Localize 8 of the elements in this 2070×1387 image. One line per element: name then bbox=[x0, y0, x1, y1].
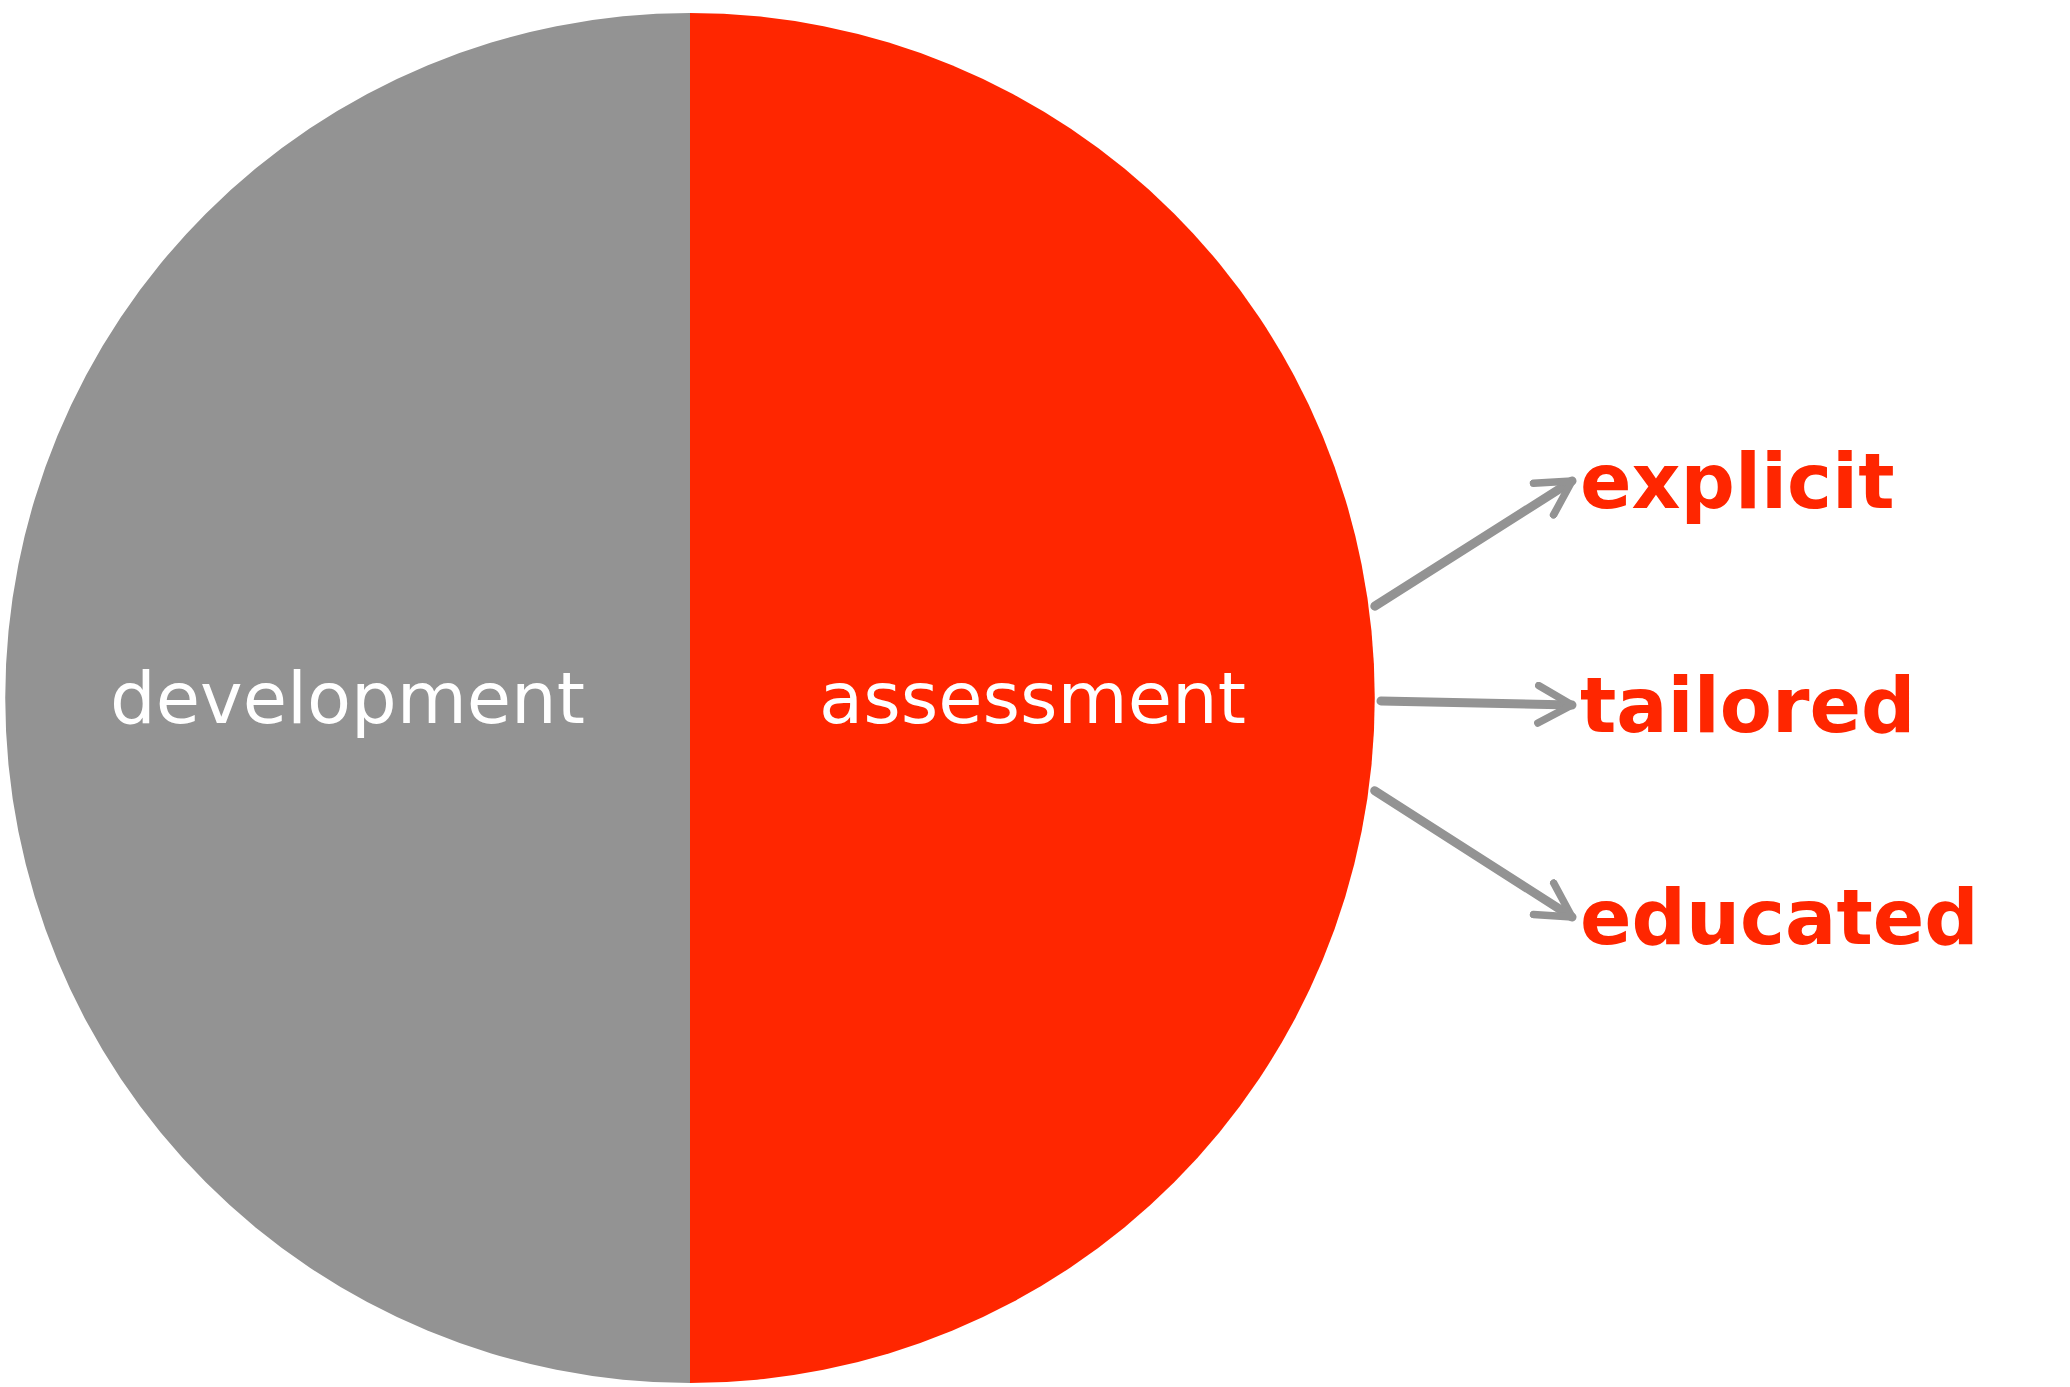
arrow bbox=[1376, 681, 1577, 727]
outcome-label: explicit bbox=[1580, 436, 1895, 526]
segment-label: assessment bbox=[819, 656, 1246, 740]
segment-label: development bbox=[110, 656, 585, 740]
arrow bbox=[1370, 476, 1577, 611]
arrow bbox=[1370, 786, 1577, 922]
outcome-label: tailored bbox=[1580, 660, 1916, 750]
outcome-label: educated bbox=[1580, 872, 1979, 962]
